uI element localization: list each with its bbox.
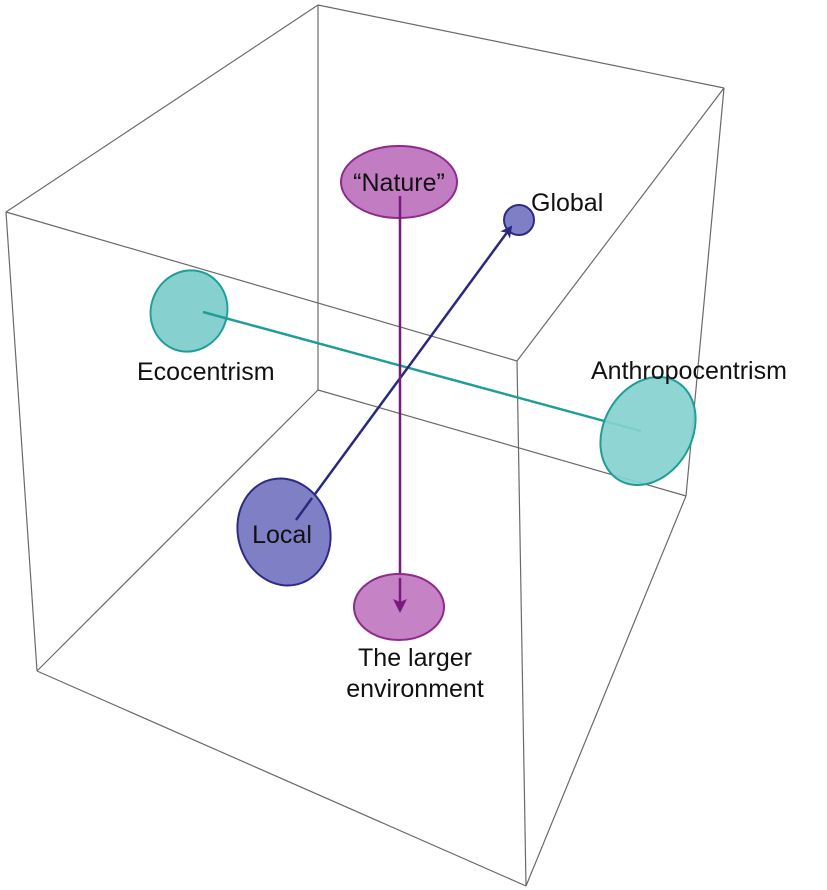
cube-edge-front-top-right	[516, 87, 725, 362]
global-label: Global	[531, 189, 603, 217]
ecocentrism-anthropocentrism-axis	[202, 310, 642, 433]
anthropocentrism-ellipse	[599, 375, 697, 487]
cube-edge-front-bottom	[36, 670, 527, 887]
cube-edge-back-bottom-left	[36, 389, 319, 672]
cube-edge-front-right	[516, 360, 527, 887]
local-global-arrow	[294, 225, 513, 521]
cube-edge-front-top-left	[5, 211, 518, 362]
ecocentrism-ellipse	[149, 269, 229, 353]
cube-edge-bottom-right	[525, 495, 687, 887]
cube-edge-back-top-left	[5, 4, 319, 213]
ecocentrism-label: Ecocentrism	[137, 358, 275, 386]
cube-edge-back-top-right	[317, 4, 725, 89]
anthropocentrism-label: Anthropocentrism	[591, 357, 787, 385]
cube-edge-front-left	[5, 211, 38, 672]
local-label: Local	[252, 521, 312, 549]
nature-label: “Nature”	[353, 169, 445, 197]
local-global-arrow-overlay	[294, 497, 314, 521]
larger-environment-label-line1: The larger	[358, 644, 472, 672]
larger-environment-label-line2: environment	[346, 675, 484, 703]
cube-wireframe	[5, 4, 725, 887]
